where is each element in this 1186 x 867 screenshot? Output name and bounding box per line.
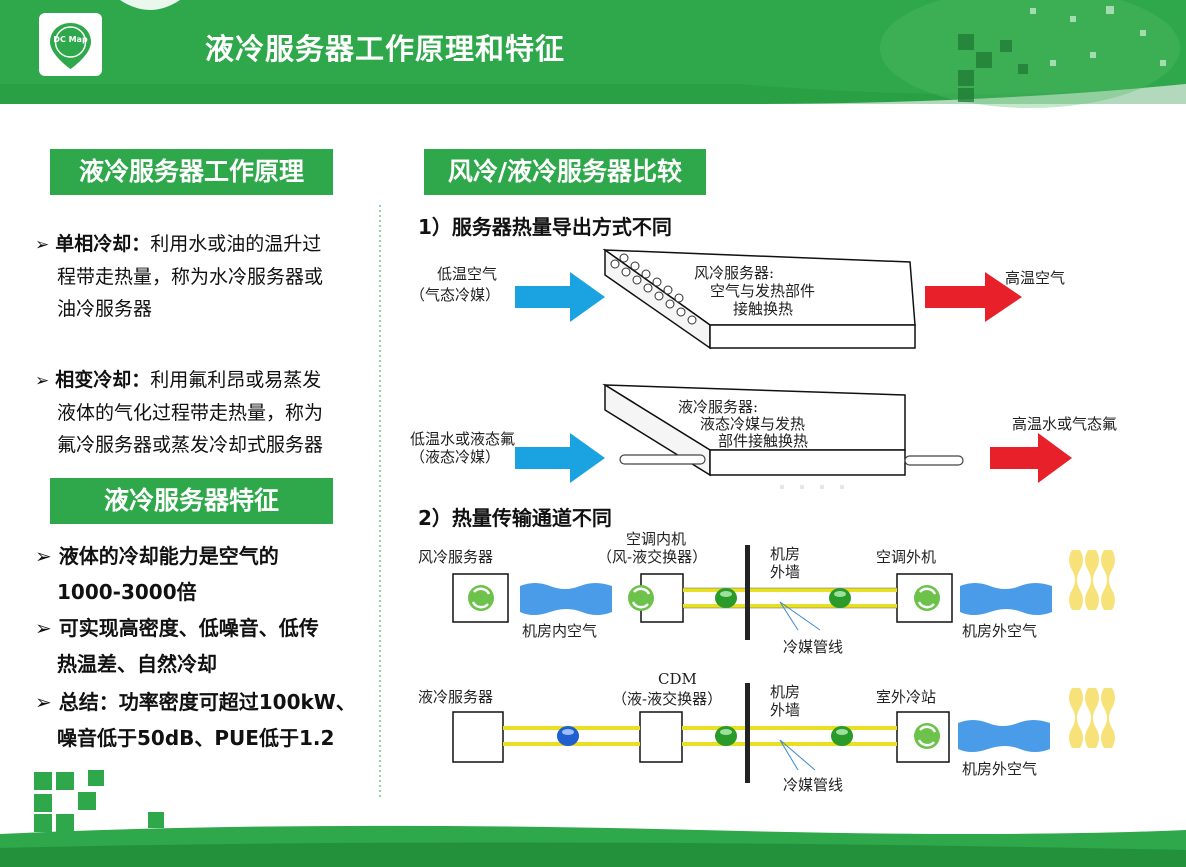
heat-wave-icon bbox=[1069, 688, 1115, 748]
logo-text: DC Map bbox=[53, 35, 88, 44]
label-air-server: 风冷服务器 bbox=[418, 548, 494, 566]
liquid-cooled-server-box bbox=[602, 383, 906, 477]
feature-text: 1000-3000倍 bbox=[57, 580, 197, 604]
label-room-air: 机房内空气 bbox=[522, 622, 598, 640]
bullet-lead: 相变冷却： bbox=[55, 369, 151, 391]
arrow-bullet-icon: ➢ bbox=[35, 690, 59, 714]
label-liquid-server-2: 液态冷媒与发热 bbox=[700, 415, 806, 433]
label-cold-air-sub: （气态冷媒） bbox=[410, 286, 501, 304]
label-pipe-2: 冷媒管线 bbox=[783, 776, 844, 794]
label-outdoor-unit: 空调外机 bbox=[876, 548, 937, 566]
label-cold-air: 低温空气 bbox=[437, 265, 498, 283]
arrow-bullet-icon: ➢ bbox=[35, 544, 59, 568]
label-indoor-unit-sub: （风-液交换器） bbox=[597, 548, 708, 566]
arrow-hot-liquid bbox=[990, 433, 1072, 483]
label-liquid-server: 液冷服务器 bbox=[418, 688, 494, 706]
compare-title: 风冷/液冷服务器比较 bbox=[424, 149, 706, 195]
heat-wave-icon bbox=[1069, 550, 1115, 610]
feature-text: 液体的冷却能力是空气的 bbox=[58, 544, 279, 568]
label-liquid-server-3: 部件接触换热 bbox=[718, 432, 809, 450]
label-air-server-2: 空气与发热部件 bbox=[710, 282, 816, 300]
recycle-icon bbox=[628, 585, 654, 611]
label-indoor-unit: 空调内机 bbox=[626, 530, 687, 548]
label-wall-sub: 外墙 bbox=[770, 563, 801, 581]
label-cold-liquid-sub: （液态冷媒） bbox=[410, 448, 501, 466]
arrow-bullet-icon: ➢ bbox=[35, 616, 59, 640]
pixel-decoration bbox=[34, 770, 164, 832]
bullet-text: 液体的气化过程带走热量，称为 bbox=[57, 402, 324, 424]
subheading-2: 2）热量传输通道不同 bbox=[418, 506, 612, 530]
label-hot-air: 高温空气 bbox=[1005, 269, 1066, 287]
outlet-pipe bbox=[904, 455, 964, 466]
feature-text: 总结：功率密度可超过100kW、 bbox=[58, 690, 356, 714]
header-band bbox=[0, 0, 1186, 108]
bullet-phase-change: ➢相变冷却：利用氟利昂或易蒸发 液体的气化过程带走热量，称为 氟冷服务器或蒸发冷… bbox=[35, 364, 375, 461]
label-station: 室外冷站 bbox=[876, 688, 937, 706]
bullet-single-phase: ➢单相冷却：利用水或油的温升过 程带走热量，称为水冷服务器或 油冷服务器 bbox=[35, 228, 375, 325]
label-cdm-sub: （液-液交换器） bbox=[612, 690, 723, 708]
bullet-text: 油冷服务器 bbox=[57, 298, 153, 320]
feature-3: ➢ 总结：功率密度可超过100kW、 噪音低于50dB、PUE低于1.2 bbox=[35, 684, 387, 756]
inlet-pipe bbox=[619, 454, 706, 465]
label-hot-liquid: 高温水或气态氟 bbox=[1012, 415, 1118, 433]
feature-title: 液冷服务器特征 bbox=[50, 478, 333, 524]
label-air-server-3: 接触换热 bbox=[733, 300, 794, 318]
diagram-heat-export bbox=[515, 248, 1072, 489]
feature-text: 可实现高密度、低噪音、低传 bbox=[58, 616, 319, 640]
feature-2: ➢ 可实现高密度、低噪音、低传 热温差、自然冷却 bbox=[35, 610, 380, 682]
recycle-icon bbox=[914, 585, 940, 611]
feature-text: 噪音低于50dB、PUE低于1.2 bbox=[57, 726, 335, 750]
bullet-text: 利用水或油的温升过 bbox=[150, 233, 322, 255]
arrow-bullet-icon: ➢ bbox=[35, 371, 50, 391]
label-wall: 机房 bbox=[770, 545, 801, 563]
bullet-text: 利用氟利昂或易蒸发 bbox=[150, 369, 322, 391]
bullet-text: 氟冷服务器或蒸发冷却式服务器 bbox=[57, 434, 324, 456]
bullet-text: 程带走热量，称为水冷服务器或 bbox=[57, 266, 324, 288]
bullet-lead: 单相冷却： bbox=[55, 233, 151, 255]
label-liquid-server-1: 液冷服务器: bbox=[678, 398, 759, 416]
dotted-divider bbox=[379, 205, 381, 800]
page-title: 液冷服务器工作原理和特征 bbox=[205, 32, 566, 66]
air-cooled-chain bbox=[452, 545, 1115, 640]
logo: DC Map bbox=[39, 13, 102, 76]
label-outside-air: 机房外空气 bbox=[962, 622, 1038, 640]
feature-text: 热温差、自然冷却 bbox=[57, 652, 217, 676]
map-pin-icon bbox=[50, 23, 91, 69]
arrow-cold-liquid bbox=[515, 433, 605, 483]
arrow-bullet-icon: ➢ bbox=[35, 235, 50, 255]
feature-1: ➢ 液体的冷却能力是空气的 1000-3000倍 bbox=[35, 538, 380, 610]
principle-title: 液冷服务器工作原理 bbox=[50, 149, 333, 195]
label-pipe: 冷媒管线 bbox=[783, 638, 844, 656]
label-wall-2: 机房 bbox=[770, 683, 801, 701]
diagram-heat-transfer bbox=[452, 545, 1115, 783]
recycle-icon bbox=[914, 723, 940, 749]
label-wall-2-sub: 外墙 bbox=[770, 701, 801, 719]
subheading-1: 1）服务器热量导出方式不同 bbox=[418, 215, 672, 239]
liquid-cooled-chain bbox=[452, 683, 1115, 783]
label-outside-air-2: 机房外空气 bbox=[962, 760, 1038, 778]
footer-band bbox=[0, 825, 1186, 867]
recycle-icon bbox=[468, 585, 494, 611]
air-cooled-server-box bbox=[602, 248, 916, 350]
label-cdm: CDM bbox=[658, 670, 697, 688]
arrow-hot-air bbox=[925, 272, 1022, 322]
label-cold-liquid: 低温水或液态氟 bbox=[410, 430, 516, 448]
arrow-cold-air bbox=[515, 272, 605, 322]
label-air-server-1: 风冷服务器: bbox=[694, 264, 775, 282]
